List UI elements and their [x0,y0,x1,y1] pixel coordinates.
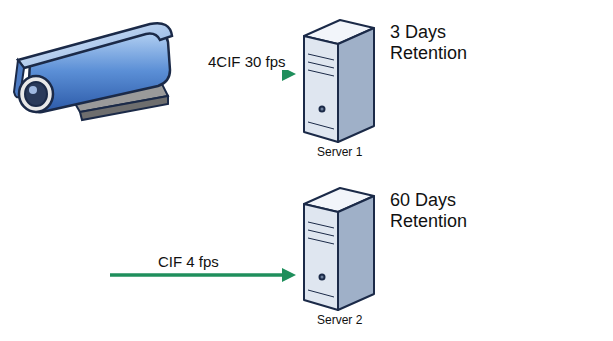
server-part [308,62,334,68]
retention-label: 3 Days Retention [390,22,490,64]
stream-line [110,118,114,275]
server-part [308,222,334,228]
server-caption: Server 2 [317,313,362,327]
stream-line [110,273,284,277]
server-part [308,230,334,236]
retention-label: 60 Days Retention [390,190,490,232]
server-part [308,122,334,129]
camera-lens-glint [29,86,37,94]
arrow-head [282,268,296,282]
server-part [304,36,338,142]
stream-line [176,72,284,76]
server-part [338,28,374,142]
stream-label: CIF 4 fps [156,253,221,270]
camera-lens-ring [19,76,53,112]
server-icon [300,14,380,149]
server-icon [300,182,380,317]
server-node: 3 Days RetentionServer 1 [300,14,510,164]
server-part [308,54,334,60]
camera-hood [18,23,172,68]
server-part [320,107,325,112]
server-part [308,238,334,244]
server-part [338,196,374,310]
server-caption: Server 1 [317,145,362,159]
server-part [304,204,338,310]
stream-label: 4CIF 30 fps [206,53,288,70]
server-part [308,290,334,297]
server-part [308,70,334,76]
server-part [320,275,325,280]
server-node: 60 Days RetentionServer 2 [300,182,510,332]
camera-lens [25,82,47,106]
